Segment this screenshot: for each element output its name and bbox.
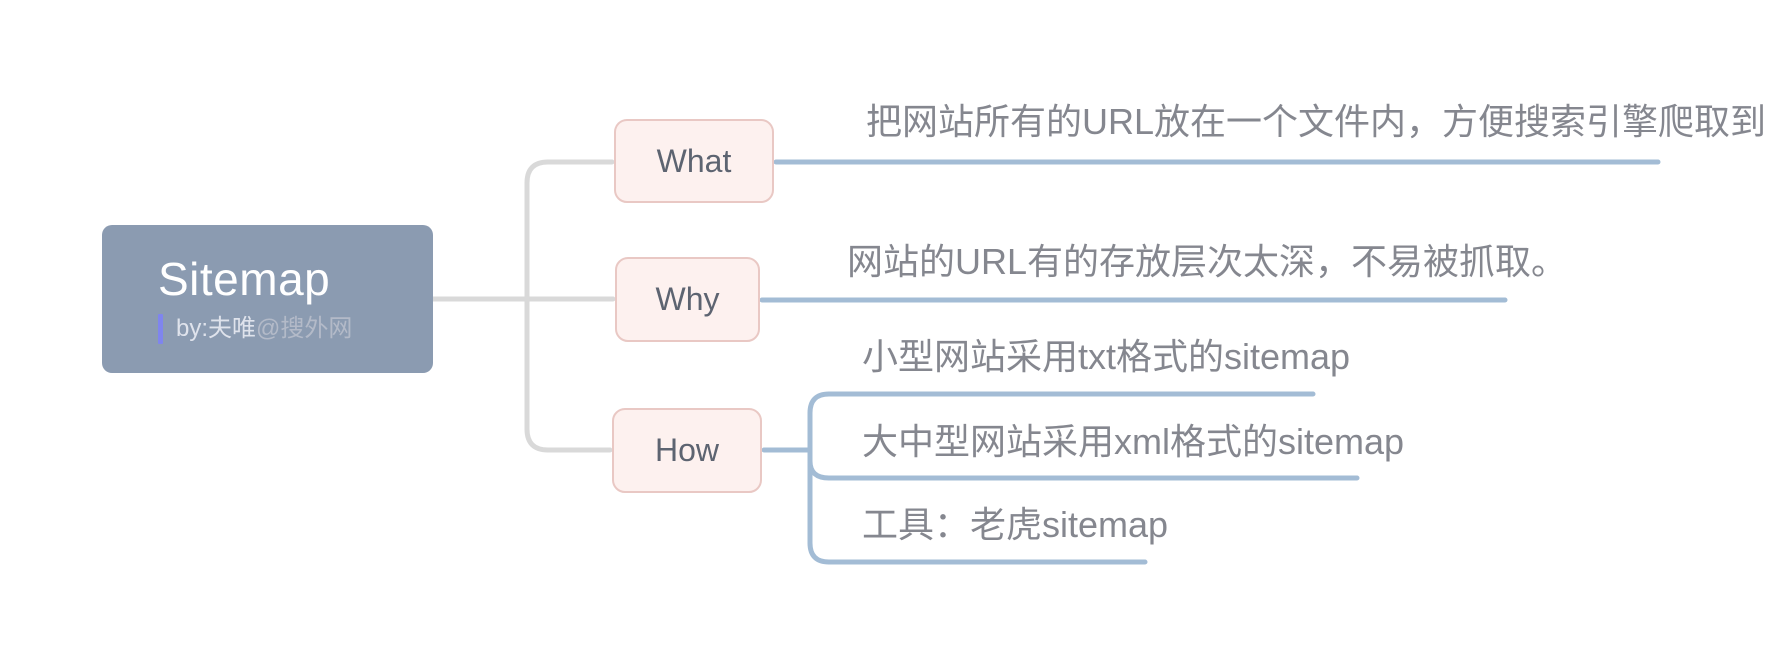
root-topic-title: Sitemap <box>158 252 331 305</box>
root-topic-sitemap[interactable]: Sitemap by:夫唯@搜外网 <box>102 225 433 373</box>
topic-what-label: What <box>656 142 732 179</box>
root-byline: by:夫唯@搜外网 <box>158 314 433 345</box>
topic-how-label: How <box>654 432 719 468</box>
leaf-topic-how-tool[interactable]: 工具：老虎sitemap <box>862 504 1169 545</box>
leaf-topic-how-txt-sitemap[interactable]: 小型网站采用txt格式的sitemap <box>862 336 1351 377</box>
leaf-topic-how-xml-sitemap[interactable]: 大中型网站采用xml格式的sitemap <box>862 421 1405 462</box>
topic-how[interactable]: How <box>612 408 762 493</box>
connector-root-to-what <box>524 159 615 302</box>
topic-why-label: Why <box>655 281 720 317</box>
byline-accent-bar <box>158 314 163 345</box>
byline-text: by:夫唯@搜外网 <box>176 315 353 343</box>
leaf-topic-why-detail[interactable]: 网站的URL有的存放层次太深，不易被抓取。 <box>847 241 1568 282</box>
leaf-topic-what-detail[interactable]: 把网站所有的URL放在一个文件内，方便搜索引擎爬取到 <box>866 101 1767 142</box>
byline-author: by:夫唯 <box>176 315 257 343</box>
underline-how-xml <box>807 458 1360 481</box>
connector-root-to-how <box>524 296 613 453</box>
byline-site: @搜外网 <box>256 315 353 343</box>
how-trunk-and-underlines-txt-tool <box>807 391 1316 565</box>
topic-what[interactable]: What <box>614 119 774 203</box>
topic-why[interactable]: Why <box>615 257 760 342</box>
